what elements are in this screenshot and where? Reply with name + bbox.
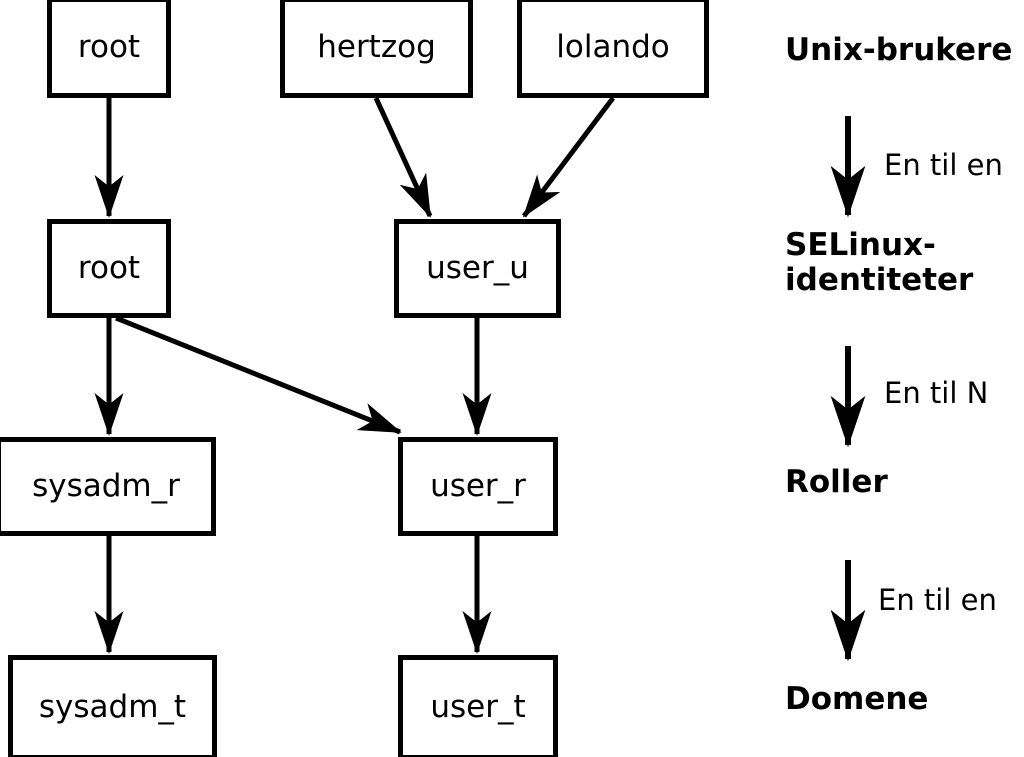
edge-unix_lolando-to-ident_user_u [522, 96, 615, 218]
node-label: user_t [430, 689, 526, 725]
node-label: hertzog [317, 29, 436, 65]
edge-group [94, 96, 615, 655]
node-unix_lolando[interactable]: lolando [517, 0, 709, 98]
legend-heading-roller: Roller [785, 464, 888, 500]
node-label: user_u [426, 250, 529, 286]
node-label: root [77, 250, 141, 286]
node-role_user_r[interactable]: user_r [398, 437, 558, 536]
legend-arrow-1-label: En til en [884, 148, 1003, 182]
node-domain_user_t[interactable]: user_t [398, 655, 558, 757]
node-label: lolando [556, 29, 670, 65]
legend-arrow-2-label: En til N [884, 376, 989, 410]
node-ident_user_u[interactable]: user_u [394, 219, 561, 318]
node-label: root [77, 29, 141, 65]
node-unix_hertzog[interactable]: hertzog [280, 0, 473, 98]
node-ident_root[interactable]: root [47, 219, 171, 318]
legend-heading-selinux-identiteter: SELinux- identiteter [785, 227, 974, 298]
legend-heading-unix-brukere: Unix-brukere [785, 32, 1013, 68]
edge-unix_hertzog-to-ident_user_u [373, 96, 433, 218]
node-label: user_r [430, 468, 526, 504]
edge-ident_root-to-role_user_r [115, 315, 402, 435]
node-unix_root[interactable]: root [47, 0, 171, 98]
node-role_sysadm_r[interactable]: sysadm_r [0, 437, 216, 536]
node-label: sysadm_r [32, 468, 180, 504]
legend-arrow-3-label: En til en [878, 583, 997, 617]
node-domain_sysadm_t[interactable]: sysadm_t [8, 655, 217, 757]
legend-heading-domene: Domene [785, 681, 929, 717]
node-label: sysadm_t [38, 689, 187, 725]
